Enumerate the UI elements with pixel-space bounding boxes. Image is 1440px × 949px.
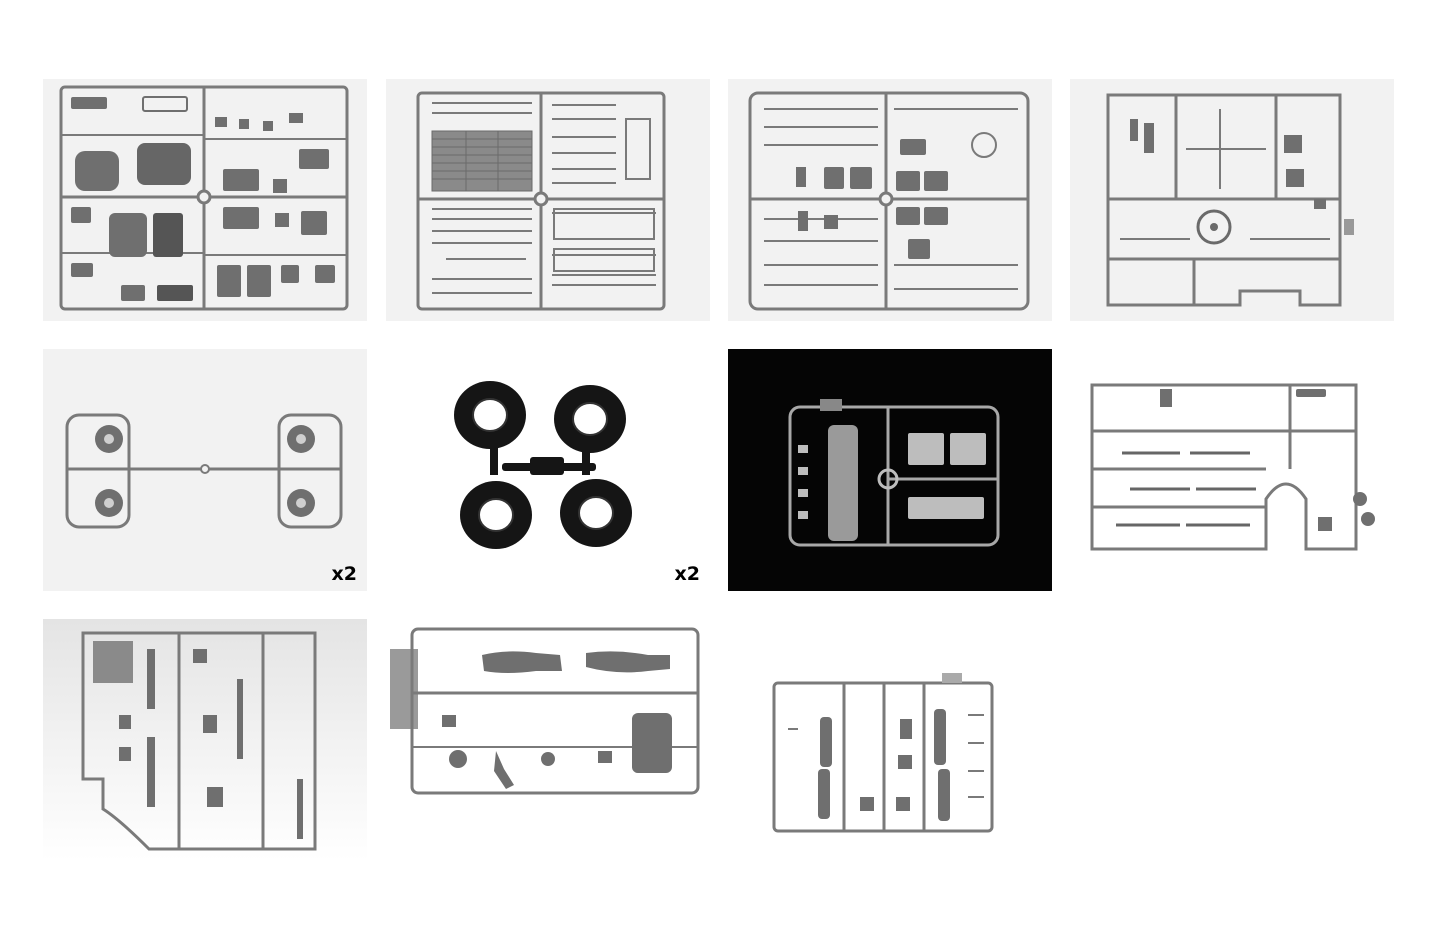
sprue-a-image — [59, 85, 349, 311]
clear-sprue-panel — [728, 349, 1052, 591]
sprue-panel-a — [43, 79, 367, 321]
sprue-panel-figure-2 — [728, 619, 1052, 861]
multiplier-label: x2 — [674, 563, 700, 585]
sprue-wheels-image — [65, 413, 343, 529]
sprue-panel-c — [728, 79, 1052, 321]
sprue-weapons-image — [1090, 383, 1375, 551]
clear-sprue-image — [788, 399, 1000, 547]
sprue-b-image — [416, 91, 666, 311]
sprue-c-image — [748, 91, 1030, 311]
sprue-panel-figure-1 — [386, 619, 710, 861]
sprue-panel-b — [386, 79, 710, 321]
multiplier-label: x2 — [331, 563, 357, 585]
sprue-d-image — [1106, 93, 1354, 307]
sprue-panel-wheels: x2 — [43, 349, 367, 591]
tires-image — [454, 381, 632, 549]
sprue-panel-d — [1070, 79, 1394, 321]
sprue-panel-gear — [43, 619, 367, 861]
sprue-figure-1-image — [390, 627, 700, 795]
sprue-panel-weapons — [1070, 349, 1394, 591]
sprue-gear-image — [81, 631, 317, 851]
sprue-figure-2-image — [772, 673, 994, 833]
tires-panel: x2 — [386, 349, 710, 591]
